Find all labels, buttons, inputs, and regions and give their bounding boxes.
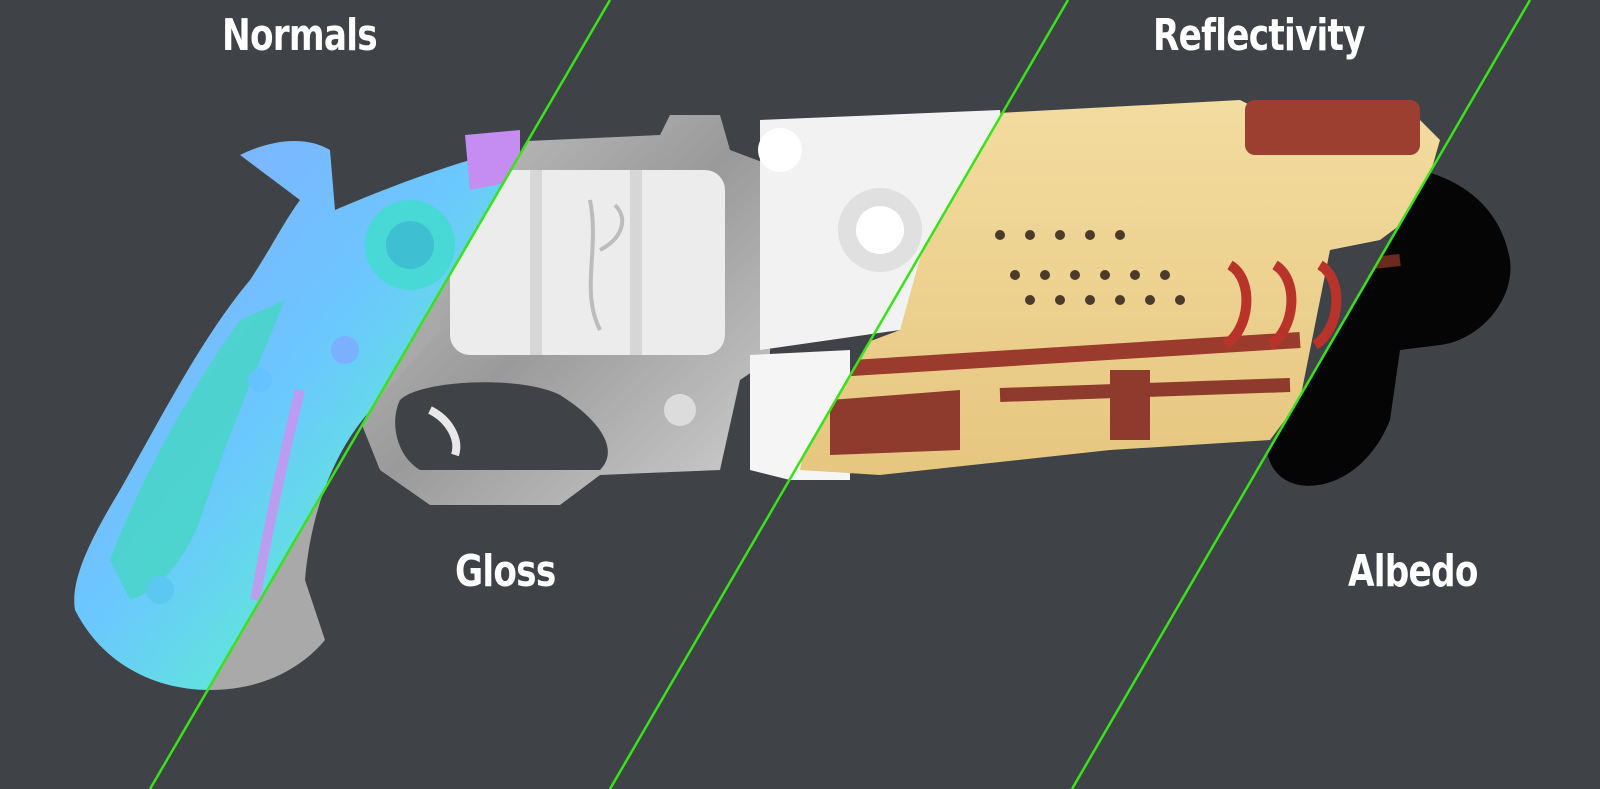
normals-section — [74, 130, 520, 690]
reflectivity-label: Reflectivity — [1153, 10, 1366, 61]
divider-line-2 — [608, 0, 1070, 789]
albedo-label: Albedo — [1348, 546, 1478, 597]
divider-line-1 — [148, 0, 612, 789]
gloss-label: Gloss — [455, 546, 556, 597]
divider-line-3 — [1070, 0, 1532, 789]
channel-dividers — [148, 0, 1532, 789]
normals-label: Normals — [222, 10, 378, 61]
